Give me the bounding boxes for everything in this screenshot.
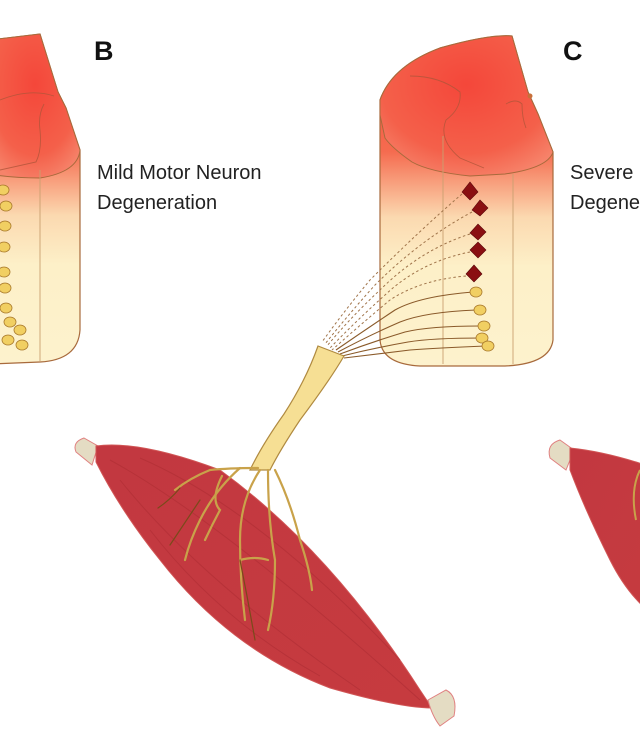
panel-label-b: B bbox=[94, 36, 114, 66]
panel-caption-c: Severe Motor Neuron Degeneration bbox=[570, 158, 640, 218]
healthy-axons-c bbox=[335, 291, 487, 359]
panel-label-c: C bbox=[563, 36, 583, 66]
degenerated-axons-c bbox=[321, 193, 473, 351]
nerve-trunk bbox=[249, 345, 345, 471]
nerve-branches-b bbox=[173, 466, 314, 632]
caption-b-line1: Mild Motor Neuron bbox=[97, 162, 262, 184]
nerve-branches-dark bbox=[157, 487, 256, 641]
spinal-cord-b bbox=[0, 33, 81, 365]
caption-c-line2: Degeneration bbox=[570, 192, 640, 214]
spinal-cord-c bbox=[321, 35, 554, 367]
muscle-c bbox=[548, 439, 640, 604]
healthy-neurons-c bbox=[469, 286, 495, 352]
muscle-b bbox=[74, 437, 456, 727]
healthy-neurons-b bbox=[0, 184, 29, 351]
caption-c-line1: Severe Motor Neuron bbox=[570, 162, 640, 184]
panel-caption-b: Mild Motor Neuron Degeneration bbox=[97, 158, 262, 218]
degenerated-neurons-c bbox=[461, 181, 489, 283]
caption-b-line2: Degeneration bbox=[97, 192, 218, 214]
